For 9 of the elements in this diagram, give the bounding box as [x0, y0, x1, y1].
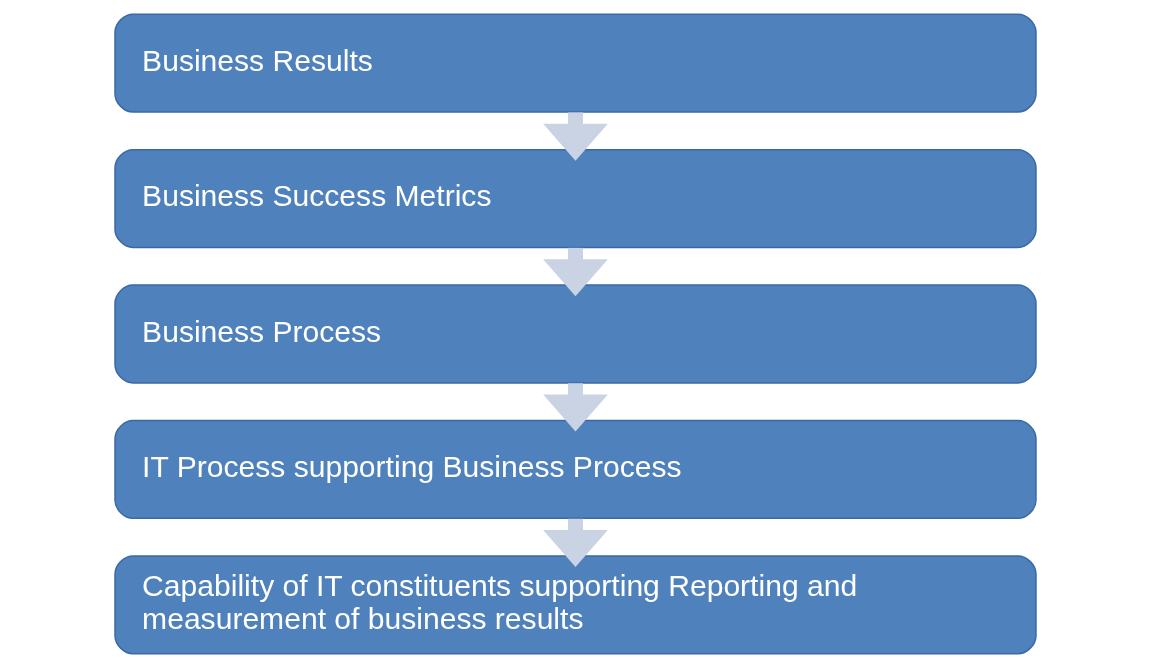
node-box: Business Process	[113, 284, 1037, 384]
arrow	[542, 518, 608, 568]
node-box: Capability of IT constituents supporting Reporting and measurement of business results	[113, 555, 1037, 655]
arrow	[542, 383, 608, 432]
node-box: IT Process supporting Business Process	[113, 419, 1037, 520]
node-box: Business Success Metrics	[113, 148, 1037, 249]
arrow	[542, 112, 608, 161]
node-box: Business Results	[113, 13, 1037, 113]
arrow	[542, 247, 608, 297]
